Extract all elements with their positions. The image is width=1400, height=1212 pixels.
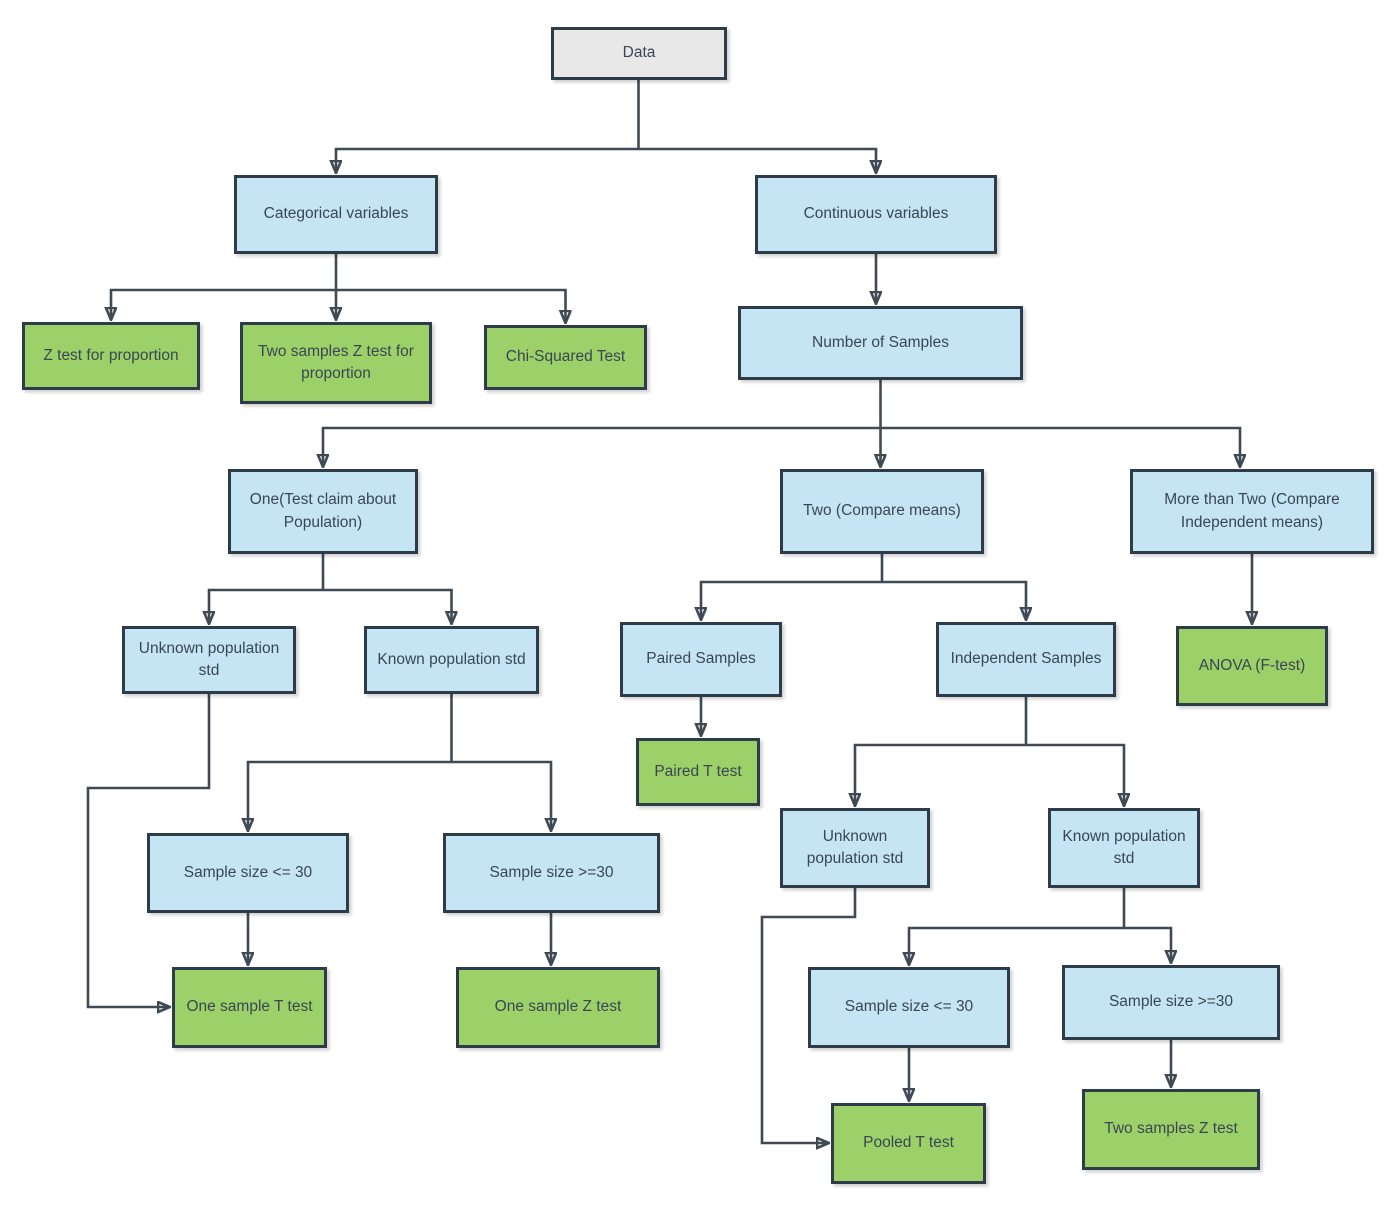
node-label: Sample size <= 30 (844, 998, 974, 1016)
node-label: Data (622, 44, 656, 62)
node-label: Known population std (377, 650, 526, 668)
node-known-population-std-two-sample: Known population std (1048, 808, 1200, 888)
edge-one-to-known-std (323, 588, 452, 623)
node-sample-size-le-30-one-sample: Sample size <= 30 (147, 833, 349, 913)
node-label: Continuous variables (803, 205, 949, 223)
edge-known-std-two-to-size-ge-30 (1124, 926, 1171, 962)
edge-categorical-to-chi-squared (336, 288, 566, 322)
edge-unknown-std-two-to-pooled-t (760, 888, 857, 1143)
node-one-test-claim-about-population: One(Test claim about Population) (228, 469, 418, 554)
node-label: Known population std (1062, 827, 1186, 867)
node-chi-squared-test: Chi-Squared Test (484, 325, 647, 390)
node-z-test-for-proportion: Z test for proportion (22, 322, 200, 390)
node-label: More than Two (Compare Independent means… (1164, 491, 1340, 531)
edge-independent-to-known-std (1026, 743, 1124, 805)
node-categorical-variables: Categorical variables (234, 175, 438, 254)
node-label: Chi-Squared Test (505, 348, 626, 366)
node-independent-samples: Independent Samples (936, 622, 1116, 697)
edge-data-to-categorical (336, 147, 639, 172)
node-label: Two samples Z test for proportion (258, 342, 414, 382)
node-two-samples-z-test-for-proportion: Two samples Z test for proportion (240, 322, 432, 404)
node-more-than-two-compare-independent-means: More than Two (Compare Independent means… (1130, 469, 1374, 554)
node-anova-f-test: ANOVA (F-test) (1176, 626, 1328, 706)
node-label: Sample size <= 30 (183, 863, 313, 881)
node-two-samples-z-test: Two samples Z test (1082, 1089, 1260, 1170)
node-one-sample-z-test: One sample Z test (456, 967, 660, 1048)
node-continuous-variables: Continuous variables (755, 175, 997, 254)
node-label: Z test for proportion (43, 346, 179, 364)
edge-known-std-two-to-size-le-30 (909, 926, 1124, 964)
node-paired-t-test: Paired T test (636, 738, 760, 806)
node-one-sample-t-test: One sample T test (172, 967, 327, 1048)
node-label: One sample Z test (494, 998, 622, 1016)
node-sample-size-ge-30-one-sample: Sample size >=30 (443, 833, 660, 913)
node-label: Sample size >=30 (489, 863, 614, 881)
edge-known-std-one-to-size-ge-30 (451, 760, 552, 830)
node-label: Categorical variables (263, 205, 409, 223)
edge-two-to-independent-samples (882, 580, 1026, 619)
node-label: One sample T test (186, 998, 313, 1016)
node-label: Number of Samples (812, 333, 949, 351)
edge-unknown-std-one-to-one-sample-t (86, 694, 211, 1007)
edge-two-to-paired-samples (701, 580, 882, 619)
edge-data-to-continuous (638, 147, 877, 172)
node-sample-size-le-30-two-sample: Sample size <= 30 (808, 967, 1010, 1048)
node-unknown-population-std-two-sample: Unknown population std (780, 808, 930, 888)
node-sample-size-ge-30-two-sample: Sample size >=30 (1062, 965, 1280, 1040)
node-paired-samples: Paired Samples (620, 622, 782, 697)
node-label: Unknown population std (138, 639, 280, 679)
edge-number-of-samples-to-more-than-two (880, 426, 1241, 466)
edge-categorical-to-z-proportion (111, 288, 336, 319)
edge-number-of-samples-to-one (323, 426, 881, 466)
node-label: Independent Samples (950, 650, 1102, 668)
node-label: Unknown population std (806, 827, 904, 867)
edge-independent-to-unknown-std (855, 743, 1026, 805)
node-label: Paired Samples (646, 650, 756, 668)
node-label: One(Test claim about Population) (249, 491, 397, 531)
edge-known-std-one-to-size-le-30 (248, 760, 452, 830)
node-label: Pooled T test (863, 1134, 954, 1152)
node-label: ANOVA (F-test) (1198, 656, 1306, 674)
node-data: Data (551, 27, 727, 80)
node-label: Paired T test (654, 762, 742, 780)
node-number-of-samples: Number of Samples (738, 306, 1023, 380)
node-two-compare-means: Two (Compare means) (780, 469, 984, 554)
node-label: Two (Compare means) (803, 502, 961, 520)
node-pooled-t-test: Pooled T test (831, 1103, 986, 1184)
node-label: Two samples Z test (1104, 1120, 1238, 1138)
edge-one-to-unknown-std (209, 588, 323, 623)
node-known-population-std-one-sample: Known population std (364, 626, 539, 694)
node-label: Sample size >=30 (1108, 993, 1234, 1011)
node-unknown-population-std-one-sample: Unknown population std (122, 626, 296, 694)
